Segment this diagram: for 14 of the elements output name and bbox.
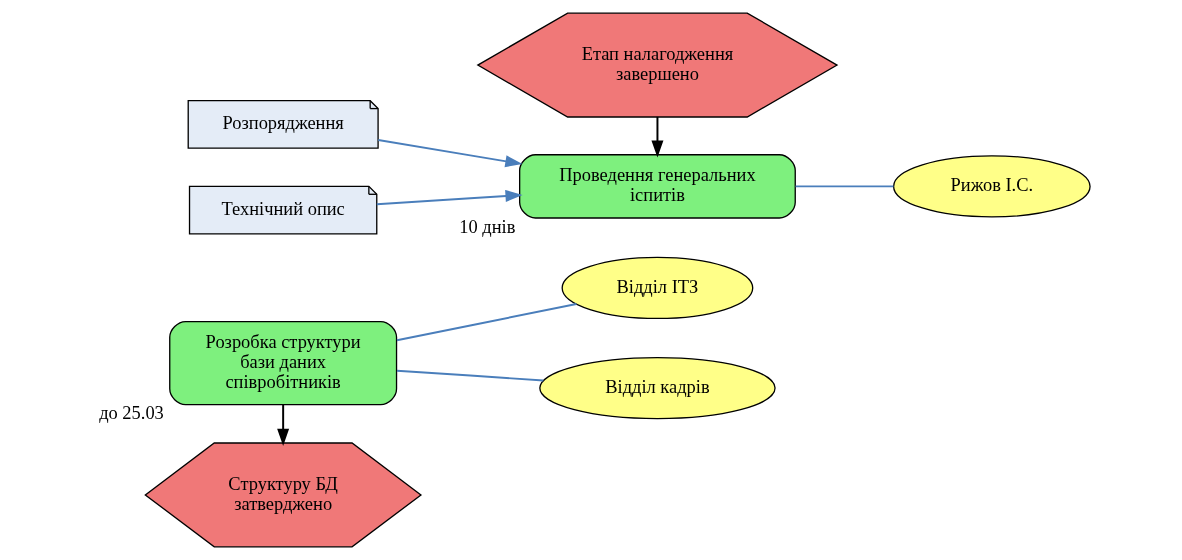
arrow bbox=[276, 403, 289, 446]
connector bbox=[395, 369, 544, 382]
node-ellipse: Рижов І.С. bbox=[892, 155, 1091, 218]
arrow bbox=[650, 115, 663, 158]
arrow bbox=[375, 190, 523, 206]
node-label: до 25.03 bbox=[98, 403, 164, 424]
node-label: 10 днів bbox=[458, 216, 515, 237]
node-ellipse: Відділ ІТЗ bbox=[561, 256, 753, 320]
connector bbox=[395, 303, 577, 342]
arrow bbox=[376, 139, 522, 168]
connector bbox=[794, 185, 894, 188]
node-ellipse: Відділ кадрів bbox=[538, 356, 776, 420]
node-box: Проведення генеральних іспитів bbox=[518, 154, 796, 219]
node-box: Розробка структури бази даних співробітників bbox=[168, 320, 397, 406]
